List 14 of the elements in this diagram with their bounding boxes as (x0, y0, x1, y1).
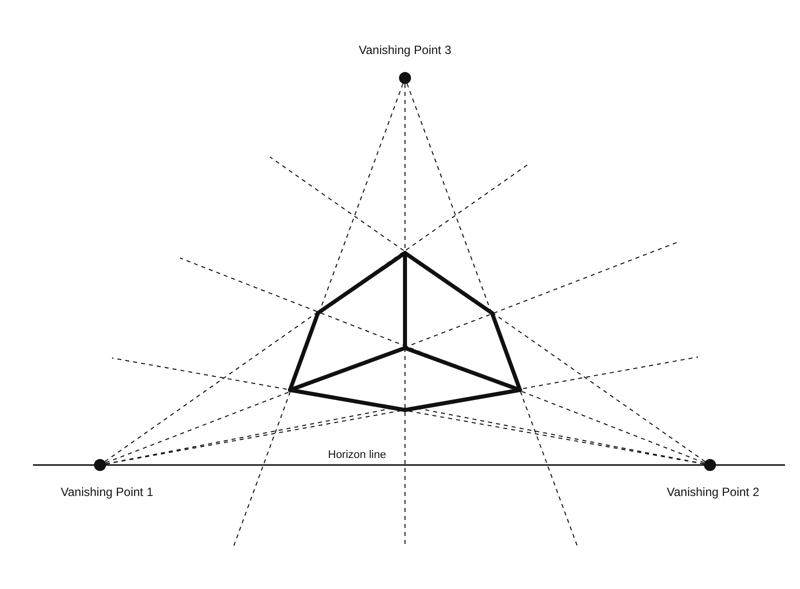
construction-line (105, 242, 678, 464)
point-label: Vanishing Point 2 (666, 485, 760, 499)
construction-line (232, 83, 404, 548)
construction-line (104, 162, 530, 462)
vanishing-point-dot (94, 459, 106, 471)
vanishing-point-dot (399, 72, 411, 84)
line-label: Horizon line (328, 449, 386, 461)
vanishing-point-dot (704, 459, 716, 471)
point-label: Vanishing Point 1 (60, 485, 154, 499)
point-label: Vanishing Point 3 (358, 43, 452, 57)
construction-line (270, 156, 706, 462)
construction-line (180, 258, 705, 464)
construction-line (406, 83, 578, 548)
construction-line (404, 84, 406, 546)
